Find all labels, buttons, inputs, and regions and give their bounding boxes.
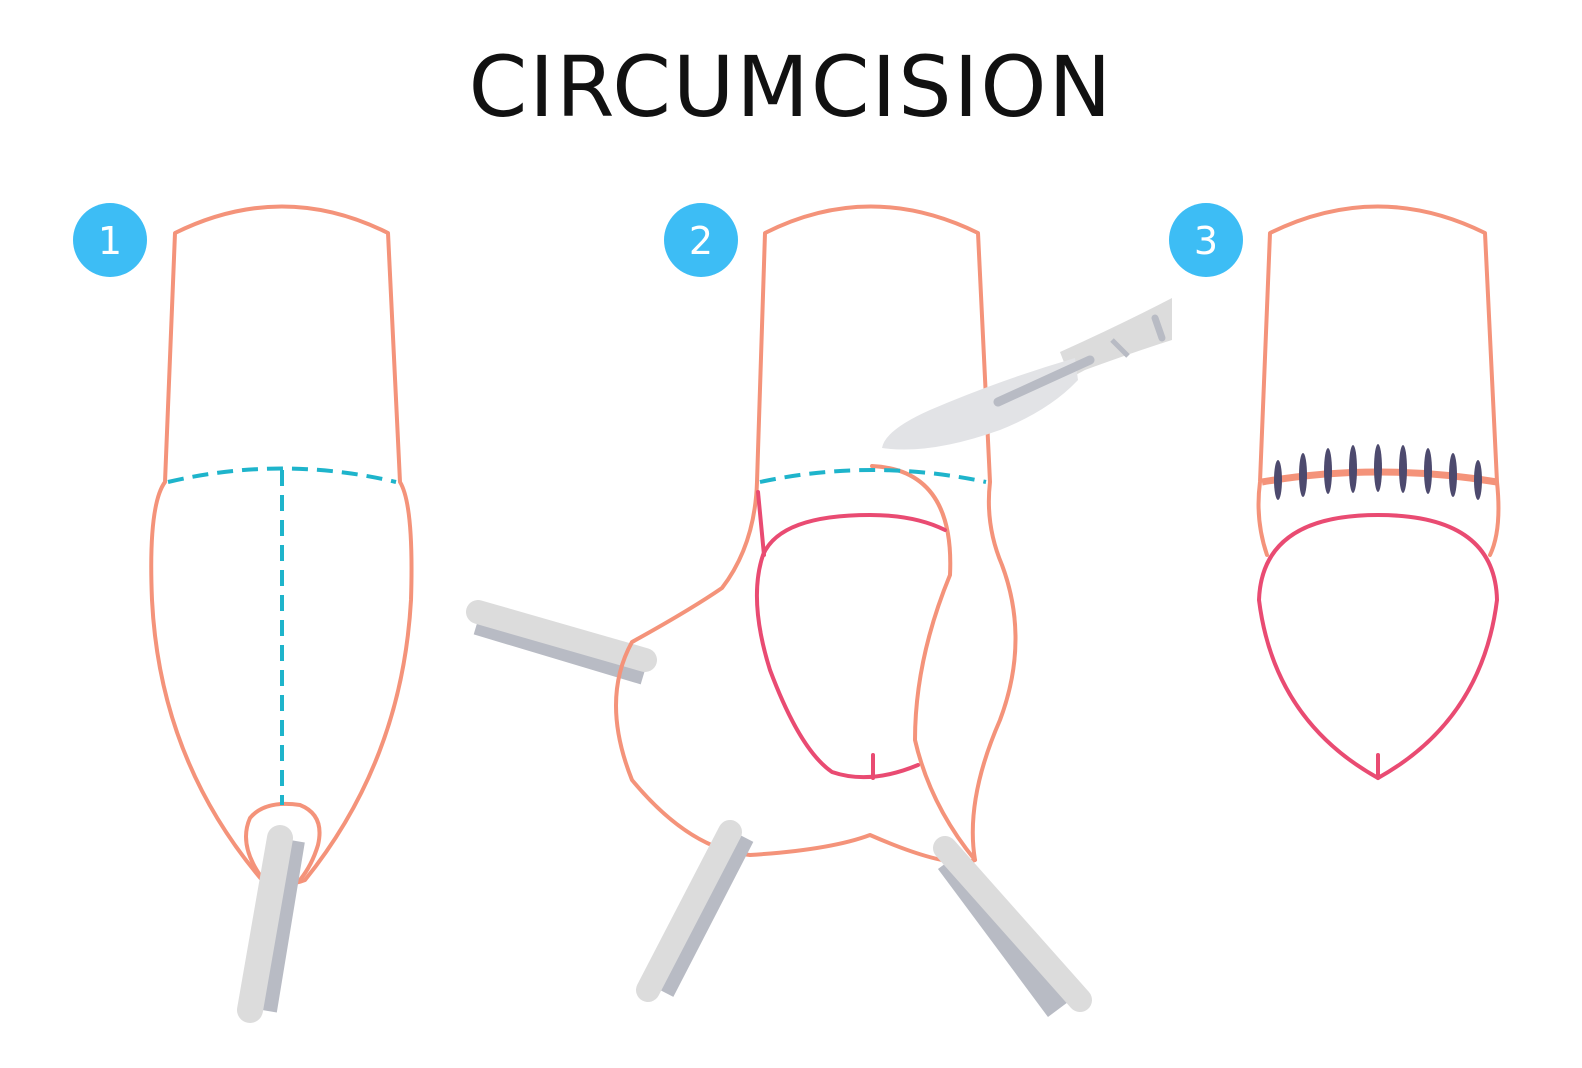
retracted-foreskin-fold <box>870 464 977 862</box>
penis-outline <box>149 204 414 886</box>
step-3-illustration: 3 <box>1169 203 1501 781</box>
incision-line <box>759 468 987 484</box>
step-badge-2 <box>664 203 738 277</box>
inner-incision <box>756 490 766 557</box>
glans-outline <box>1256 512 1500 781</box>
step-badge-1 <box>73 203 147 277</box>
step-number-3: 3 <box>1194 219 1218 263</box>
step-number-1: 1 <box>98 219 122 263</box>
penis-outline <box>1256 204 1501 557</box>
step-number-2: 2 <box>689 219 713 263</box>
clamp-instrument-right <box>933 836 1092 1017</box>
step-1-illustration: 1 <box>73 203 414 1023</box>
diagram-title: CIRCUMCISION <box>468 38 1114 136</box>
foreskin-tip-loop <box>244 801 322 882</box>
incision-line-circular <box>167 466 397 484</box>
clamp-instrument-left <box>466 600 657 685</box>
step-2-illustration: 2 <box>466 203 1172 1017</box>
penis-outline <box>614 204 1018 865</box>
glans-outline <box>754 512 947 780</box>
step-badge-3 <box>1169 203 1243 277</box>
clamp-instrument-bottom <box>636 820 754 1002</box>
stitches <box>1274 444 1482 500</box>
clamp-instrument <box>237 825 305 1023</box>
scalpel-icon <box>882 298 1172 450</box>
